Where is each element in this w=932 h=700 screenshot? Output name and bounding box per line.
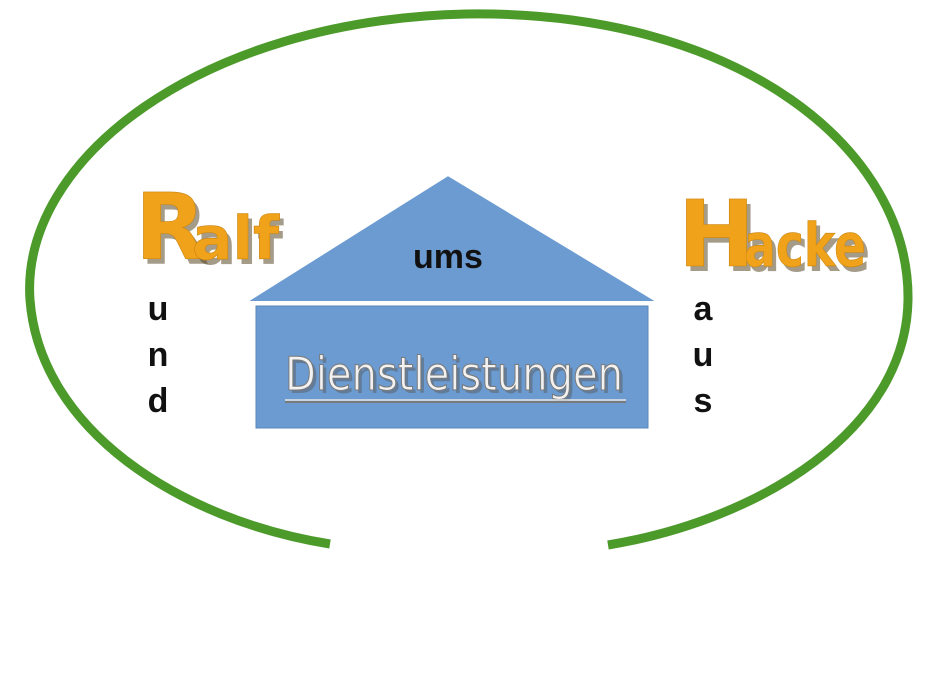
right-vertical-word: a u s: [693, 290, 714, 420]
right-word-initial: H: [678, 181, 755, 288]
right-word: H H acke acke: [678, 181, 870, 293]
left-vertical-letter: d: [148, 382, 169, 420]
right-vertical-letter: s: [694, 382, 713, 420]
left-word-rest-shadow: alf: [196, 209, 284, 279]
left-word-rest: alf: [192, 204, 280, 274]
left-word-initial: R: [135, 174, 206, 281]
right-vertical-letter: a: [694, 290, 714, 328]
green-ring-arc: [25, 9, 913, 550]
left-vertical-word: u n d: [148, 290, 169, 420]
right-word-rest: acke: [744, 211, 866, 281]
right-vertical-letter: u: [693, 336, 714, 374]
left-vertical-letter: u: [148, 290, 169, 328]
house-text-shadow: Dienstleistungen: [288, 350, 626, 404]
house-text: Dienstleistungen: [285, 347, 623, 401]
left-vertical-letter: n: [148, 336, 169, 374]
house-body: [255, 305, 649, 429]
left-word: R R alf alf: [135, 174, 284, 286]
right-word-initial-shadow: H: [682, 186, 759, 293]
right-word-rest-shadow: acke: [748, 216, 870, 286]
left-word-initial-shadow: R: [139, 179, 210, 286]
roof-text: ums: [413, 238, 483, 276]
